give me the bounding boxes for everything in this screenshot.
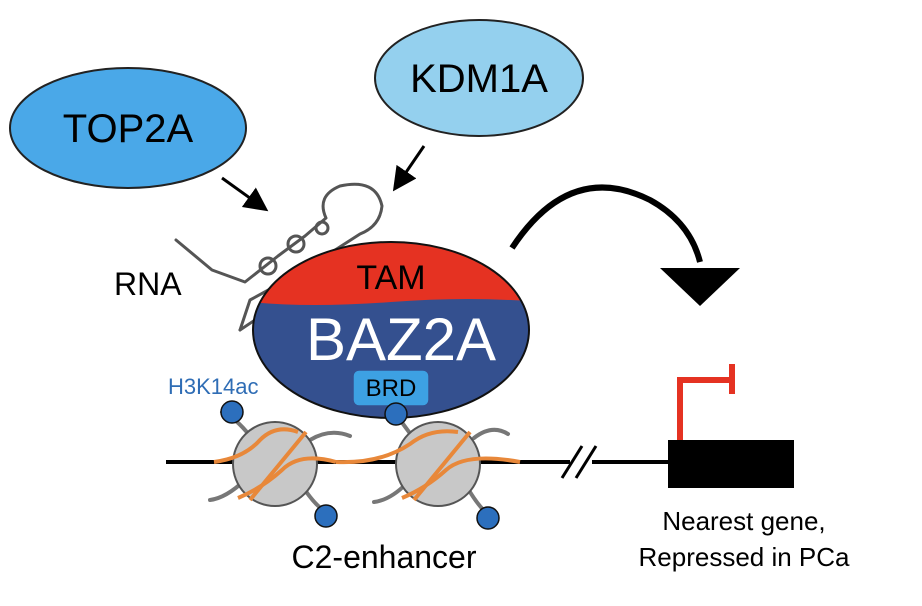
regulation-arrow [509,184,703,263]
acetyl-mark-2 [314,504,338,528]
nucleosome-1 [208,400,352,528]
acetyl-mark-1 [220,400,244,424]
dna-break-mark-1 [560,445,584,479]
rna-strand [174,182,384,332]
acetyl-mark-3 [384,402,408,426]
rna-label: RNA [114,266,182,302]
top2a-label: TOP2A [63,107,194,151]
gene-label-line2: Repressed in PCa [639,542,851,572]
dna-break-mark-2 [574,445,598,479]
brd-label: BRD [366,375,417,402]
kdm1a-arrow [392,145,426,192]
top2a-ellipse [9,67,247,189]
gene-box [668,440,794,488]
enhancer-label: C2-enhancer [292,539,477,575]
acetyl-mark-4 [476,506,500,530]
tam-label: TAM [356,259,425,297]
kdm1a-label: KDM1A [410,57,548,101]
top2a-arrow [221,176,269,212]
kdm1a-ellipse [374,19,584,137]
gene-label-line1: Nearest gene, [662,506,825,536]
baz2a-label: BAZ2A [306,306,496,373]
h3k14ac-label: H3K14ac [168,374,259,399]
promoter-arrow [677,377,732,440]
nucleosome-2 [335,402,521,530]
regulation-arrowhead [660,268,740,306]
